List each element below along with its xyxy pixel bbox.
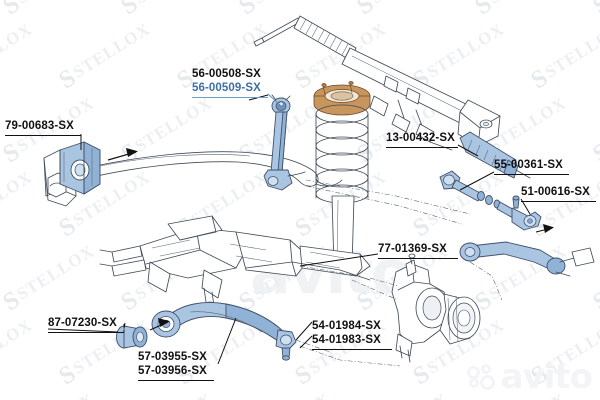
control-arm-bushing-part [116,318,170,349]
part-number-text: 51-00616-SX [521,186,590,198]
part-number-text: 57-03955-SX [138,351,207,363]
part-label-ball-joint-b: 54-01983-SX [312,334,392,350]
label-underline [312,348,392,350]
part-number-text: 79-00683-SX [5,120,74,132]
part-number-text: 54-01983-SX [312,334,381,346]
steering-knuckle-hub [391,253,481,363]
part-label-control-arm-bushing-small: 87-07230-SX [48,317,124,333]
part-label-stabilizer-link-right: 56-00509-SX [192,82,268,98]
avito-watermark-logo: avito [466,357,593,397]
steering-rack [253,15,531,179]
part-label-steering-rack-boot: 13-00432-SX [386,132,458,148]
label-underline [521,200,596,202]
leader-lines [80,93,531,365]
label-underline [192,96,268,98]
part-label-ball-joint-a: 54-01984-SX [312,320,381,334]
subframe [99,215,371,311]
part-label-outer-tie-rod-end: 51-00616-SX [521,186,596,202]
part-number-text: 13-00432-SX [386,132,455,144]
label-underline [48,331,124,333]
avito-dots-icon [466,364,497,390]
part-label-lower-control-arm-b: 57-03956-SX [138,365,214,381]
avito-wordmark: avito [500,357,593,397]
part-label-stabilizer-bushing: 79-00683-SX [5,120,81,136]
part-label-lower-control-arm-a: 57-03955-SX [138,351,207,365]
label-underline [138,379,214,381]
label-underline [386,146,458,148]
part-number-text: 56-00509-SX [192,82,261,94]
part-number-text: 87-07230-SX [48,317,117,329]
assembly-guide-lines [295,179,503,367]
part-number-text: 54-01984-SX [312,320,381,332]
assembly-arrow-bushing [107,148,138,161]
stabiliser-bushing-assembly [43,141,101,207]
label-underline [378,257,458,259]
tie-rod-assembly [439,170,542,231]
part-number-text: 57-03956-SX [138,365,207,377]
part-label-inner-tie-rod: 55-00361-SX [494,159,569,175]
label-underline [494,173,569,175]
part-number-text: 56-00508-SX [192,68,261,80]
part-number-text: 55-00361-SX [494,159,563,171]
part-number-text: 77-01369-SX [378,243,447,255]
label-underline [5,134,81,136]
part-label-suspension-strut-rod: 77-01369-SX [378,243,458,259]
upper-control-arm [459,224,595,277]
part-label-stabilizer-link-left: 56-00508-SX [192,68,261,82]
